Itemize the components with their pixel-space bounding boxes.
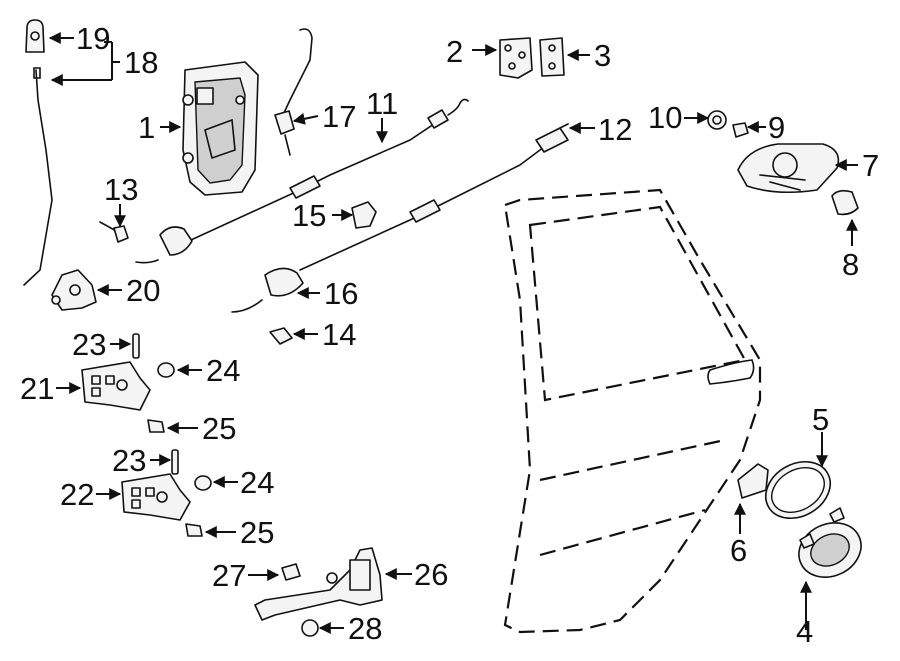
callout-8: 8 [842, 247, 859, 282]
callout-23b: 23 [112, 443, 146, 478]
handle-nut-10 [707, 110, 727, 130]
bushing-lower [194, 475, 212, 491]
fuel-door-housing [798, 507, 862, 578]
striker-shim [539, 37, 565, 77]
check-nut [301, 619, 319, 637]
callout-11: 11 [366, 86, 398, 121]
callout-15: 15 [292, 198, 326, 233]
callout-23a: 23 [72, 327, 106, 362]
callout-26: 26 [414, 557, 448, 592]
door-check [254, 547, 383, 621]
rear-door-outline [503, 188, 762, 634]
callout-25a: 25 [202, 411, 236, 446]
callout-9: 9 [768, 110, 785, 145]
cable-clip [351, 201, 377, 229]
callout-5: 5 [812, 402, 829, 437]
callout-25b: 25 [240, 515, 274, 550]
callout-21: 21 [20, 371, 54, 406]
callout-12: 12 [598, 112, 632, 147]
fuel-door-seal [765, 460, 831, 520]
callout-4: 4 [796, 614, 813, 649]
hinge-bolt-lower [185, 523, 203, 537]
lock-knob [25, 19, 45, 53]
small-clip [269, 327, 293, 345]
callout-13: 13 [104, 172, 138, 207]
check-bolt [281, 563, 301, 581]
callout-6: 6 [730, 533, 747, 568]
fuel-door-bracket [737, 463, 769, 499]
striker [499, 37, 533, 79]
hinge-bolt-upper [147, 419, 165, 433]
handle-cover [831, 189, 859, 216]
callout-19: 19 [76, 21, 110, 56]
inside-handle-cable [135, 98, 469, 264]
lock-rod [23, 67, 53, 286]
upper-hinge [81, 361, 151, 411]
callout-10: 10 [648, 100, 682, 135]
callout-28: 28 [348, 611, 382, 646]
callout-22: 22 [60, 477, 94, 512]
leader-lines [48, 32, 858, 634]
callout-7: 7 [862, 148, 879, 183]
callout-16: 16 [324, 276, 358, 311]
handle-screw-9 [732, 122, 749, 138]
screw-13 [99, 221, 129, 243]
callout-3: 3 [594, 38, 611, 73]
bushing-upper [157, 362, 175, 378]
callout-24a: 24 [206, 353, 240, 388]
callout-17: 17 [322, 99, 356, 134]
callout-24b: 24 [240, 465, 274, 500]
hinge-pin-upper [132, 333, 140, 359]
hinge-pin-lower [171, 449, 179, 475]
lock-bracket [51, 269, 97, 311]
lower-hinge [121, 473, 191, 521]
door-handle-recess [707, 359, 755, 385]
callout-27: 27 [212, 558, 246, 593]
callout-20: 20 [126, 273, 160, 308]
inside-lock-rod [274, 28, 313, 156]
callout-18: 18 [124, 45, 158, 80]
outside-handle [737, 143, 840, 194]
callout-14: 14 [322, 317, 356, 352]
callout-labels: 1 2 3 4 5 6 7 8 9 10 11 12 13 14 15 16 1… [20, 21, 879, 649]
door-lock-actuator [182, 61, 259, 196]
outside-handle-cable [231, 123, 569, 313]
callout-1: 1 [138, 110, 155, 145]
callout-2: 2 [446, 34, 463, 69]
